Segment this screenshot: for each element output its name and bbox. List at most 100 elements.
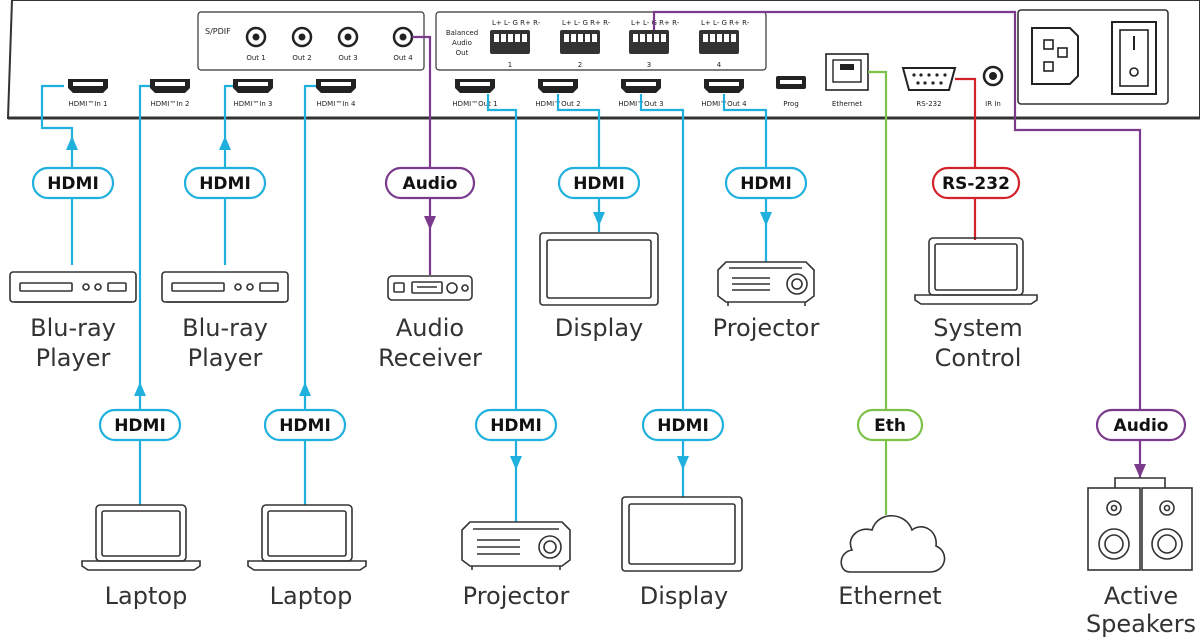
badge-hdmi-in2: HDMI — [98, 408, 182, 442]
hdmi-in-4-port[interactable]: HDMI™In 4 — [316, 79, 356, 108]
hdmi-in4-cable — [303, 84, 316, 505]
spdif-out-2-port[interactable] — [291, 26, 313, 48]
rear-panel: S/PDIF Out 1 Out 2 Out 3 Out 4 — [6, 0, 1200, 120]
terminal-block-4[interactable]: L+ L- G R+ R- 4 — [699, 19, 750, 69]
terminal-3-pins: L+ L- G R+ R- — [631, 19, 680, 27]
badge-hdmi-out2: HDMI — [557, 166, 641, 200]
bluray-player-icon — [161, 271, 289, 303]
hdmi-in1-cable — [40, 84, 74, 265]
terminal-block-1[interactable]: L+ L- G R+ R- 1 — [490, 19, 541, 69]
hdmi-out-1-label: HDMI™Out 1 — [452, 100, 497, 108]
spdif-out-1-label: Out 1 — [246, 54, 265, 62]
projector-icon — [717, 261, 815, 306]
hdmi-in-1-label: HDMI™In 1 — [69, 100, 108, 108]
audio-receiver-icon — [387, 275, 473, 301]
hdmi-out-1-port[interactable]: HDMI™Out 1 — [452, 79, 498, 108]
badge-eth: Eth — [856, 408, 924, 442]
terminal-2-number: 2 — [578, 61, 582, 69]
hdmi-in-3-port[interactable]: HDMI™In 3 — [233, 79, 273, 108]
balanced-audio-cable — [652, 10, 1142, 478]
laptop1-label: Laptop — [105, 582, 188, 610]
terminal-1-number: 1 — [508, 61, 512, 69]
speakers-label-line2: Speakers — [1086, 610, 1196, 638]
ethernet-port[interactable]: Ethernet — [825, 53, 869, 108]
svg-text:HDMI: HDMI — [114, 416, 166, 436]
system-control-label-line1: System — [933, 314, 1023, 342]
audio-receiver: Audio Receiver — [378, 275, 482, 372]
svg-text:HDMI: HDMI — [657, 416, 709, 436]
spdif-out-3-label: Out 3 — [338, 54, 357, 62]
projector-bottom-label: Projector — [463, 582, 570, 610]
svg-text:HDMI: HDMI — [490, 416, 542, 436]
ir-in-label: IR In — [985, 100, 1001, 108]
spdif-out-1-port[interactable] — [245, 26, 267, 48]
spdif-out-2-label: Out 2 — [292, 54, 311, 62]
hdmi-in3-cable — [223, 84, 233, 265]
ethernet-label: Ethernet — [838, 582, 941, 610]
balanced-audio-arrow — [1134, 464, 1146, 478]
system-control-label-line2: Control — [935, 344, 1022, 372]
spdif-out-3-port[interactable] — [337, 26, 359, 48]
terminal-4-number: 4 — [717, 61, 722, 69]
hdmi-in-2-label: HDMI™In 2 — [151, 100, 190, 108]
svg-text:HDMI: HDMI — [47, 174, 99, 194]
terminal-2-pins: L+ L- G R+ R- — [562, 19, 611, 27]
spdif-block: S/PDIF Out 1 Out 2 Out 3 Out 4 — [197, 11, 425, 71]
svg-text:Audio: Audio — [1114, 416, 1169, 436]
display-top: Display — [539, 232, 659, 342]
ethernet-network: Ethernet — [838, 515, 946, 610]
svg-text:Eth: Eth — [874, 416, 906, 436]
prog-label: Prog — [783, 100, 799, 108]
display-bottom-label: Display — [640, 582, 728, 610]
display-icon — [539, 232, 659, 306]
ir-in-port[interactable]: IR In — [982, 65, 1004, 108]
terminal-4-pins: L+ L- G R+ R- — [701, 19, 750, 27]
receiver-label-line2: Receiver — [378, 344, 482, 372]
terminal-3-number: 3 — [647, 61, 651, 69]
badge-hdmi-in1: HDMI — [31, 166, 115, 200]
spdif-label: S/PDIF — [205, 27, 231, 36]
hdmi-out4-arrow — [760, 212, 772, 226]
hdmi-in-2-port[interactable]: HDMI™In 2 — [150, 79, 190, 108]
receiver-label-line1: Audio — [396, 314, 464, 342]
laptop-2: Laptop — [247, 504, 367, 610]
hdmi-in2-cable — [138, 84, 150, 505]
laptop-icon — [914, 237, 1038, 305]
speakers-icon — [1087, 477, 1193, 571]
hdmi-out1-cable — [486, 94, 518, 522]
balanced-label-line1: Balanced — [446, 29, 478, 37]
svg-text:RS-232: RS-232 — [942, 174, 1010, 194]
rs232-port-label: RS-232 — [916, 100, 941, 108]
badge-audio-balanced: Audio — [1095, 408, 1187, 442]
display-top-label: Display — [555, 314, 643, 342]
hdmi-in4-arrow — [299, 382, 311, 396]
prog-usb-port[interactable]: Prog — [776, 76, 806, 108]
bluray-player-icon — [9, 271, 137, 303]
hdmi-out3-cable — [639, 94, 685, 497]
badge-audio-spdif: Audio — [384, 166, 476, 200]
rs232-port[interactable]: RS-232 — [901, 67, 957, 108]
spdif-out-4-label: Out 4 — [393, 54, 413, 62]
bluray2-label-line1: Blu-ray — [182, 314, 268, 342]
hdmi-in3-arrow — [219, 136, 231, 150]
spdif-audio-arrow — [424, 216, 436, 230]
badge-hdmi-in3: HDMI — [183, 166, 267, 200]
svg-text:HDMI: HDMI — [279, 416, 331, 436]
terminal-block-3[interactable]: L+ L- G R+ R- 3 — [629, 19, 680, 69]
spdif-out-4-port[interactable] — [392, 26, 414, 48]
cloud-icon — [840, 515, 946, 573]
display-icon — [621, 496, 743, 572]
hdmi-in2-arrow — [134, 382, 146, 396]
svg-text:HDMI: HDMI — [573, 174, 625, 194]
projector-top: Projector — [713, 261, 819, 342]
badge-hdmi-out3: HDMI — [641, 408, 725, 442]
projector-icon — [461, 521, 571, 570]
hdmi-out3-arrow — [677, 456, 689, 470]
hdmi-in-1-port[interactable]: HDMI™In 1 — [68, 79, 108, 108]
hdmi-in-4-label: HDMI™In 4 — [317, 100, 356, 108]
bluray-player-1: Blu-ray Player — [9, 271, 137, 372]
svg-text:HDMI: HDMI — [199, 174, 251, 194]
terminal-block-2[interactable]: L+ L- G R+ R- 2 — [560, 19, 611, 69]
power-inlet-switch[interactable] — [1017, 9, 1169, 105]
